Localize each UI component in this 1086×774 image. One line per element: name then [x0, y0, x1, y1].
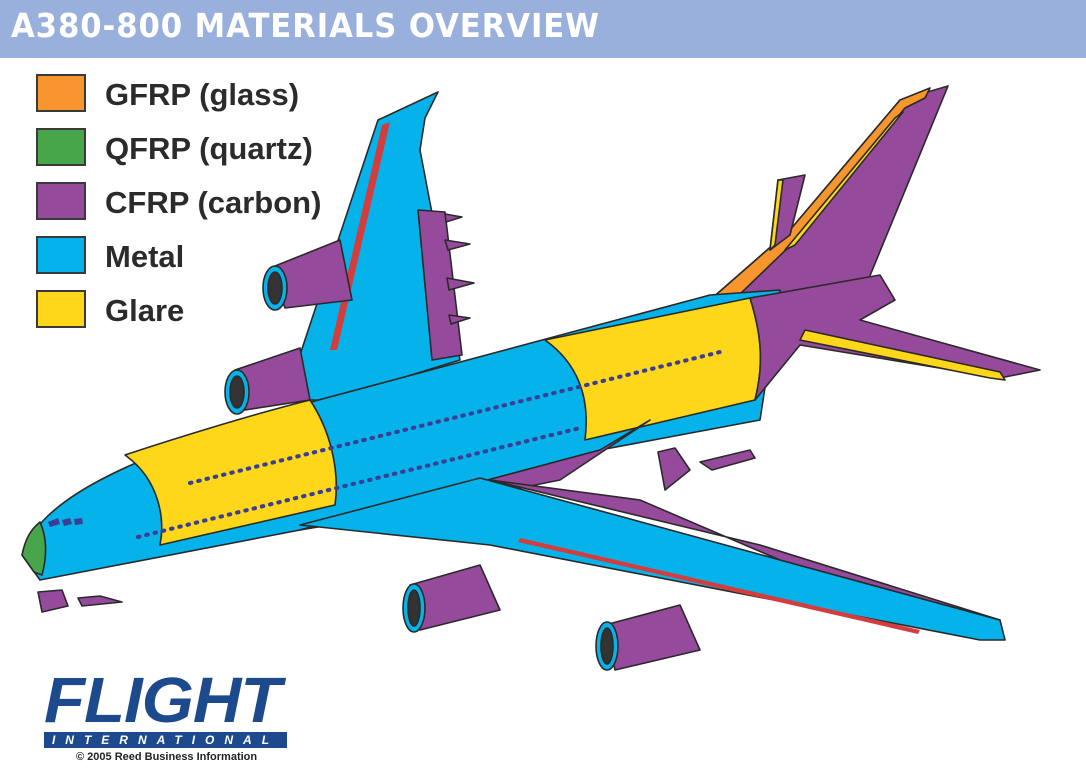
window-rows: [136, 350, 722, 539]
upper-engines: [224, 239, 353, 415]
cabin-windows: [48, 518, 83, 527]
copyright-notice: © 2005 Reed Business Information: [76, 751, 258, 763]
gfrp-swatch: [36, 74, 86, 112]
lower-engines: [402, 564, 701, 671]
title-banner: A380-800 MATERIALS OVERVIEW: [0, 0, 1086, 58]
metal-swatch: [36, 236, 86, 274]
flight-international-logo: FLIGHT INTERNATIONAL © 2005 Reed Busines…: [44, 668, 290, 763]
logo-wordmark: FLIGHT: [44, 664, 281, 736]
landing-gear-doors: [37, 447, 756, 613]
page-title: A380-800 MATERIALS OVERVIEW: [11, 6, 600, 45]
lower-wing: [299, 477, 1006, 641]
cfrp-swatch: [36, 182, 86, 220]
glare-swatch: [36, 290, 86, 328]
legend-label: Glare: [105, 293, 185, 328]
legend-label: Metal: [105, 239, 185, 274]
tail-fin: [709, 85, 949, 301]
legend-label: GFRP (glass): [105, 77, 300, 112]
logo-subtitle: INTERNATIONAL: [44, 732, 287, 748]
upper-wing: [284, 91, 475, 401]
legend-label: QFRP (quartz): [105, 131, 313, 166]
legend-label: CFRP (carbon): [105, 185, 322, 220]
qfrp-swatch: [36, 128, 86, 166]
